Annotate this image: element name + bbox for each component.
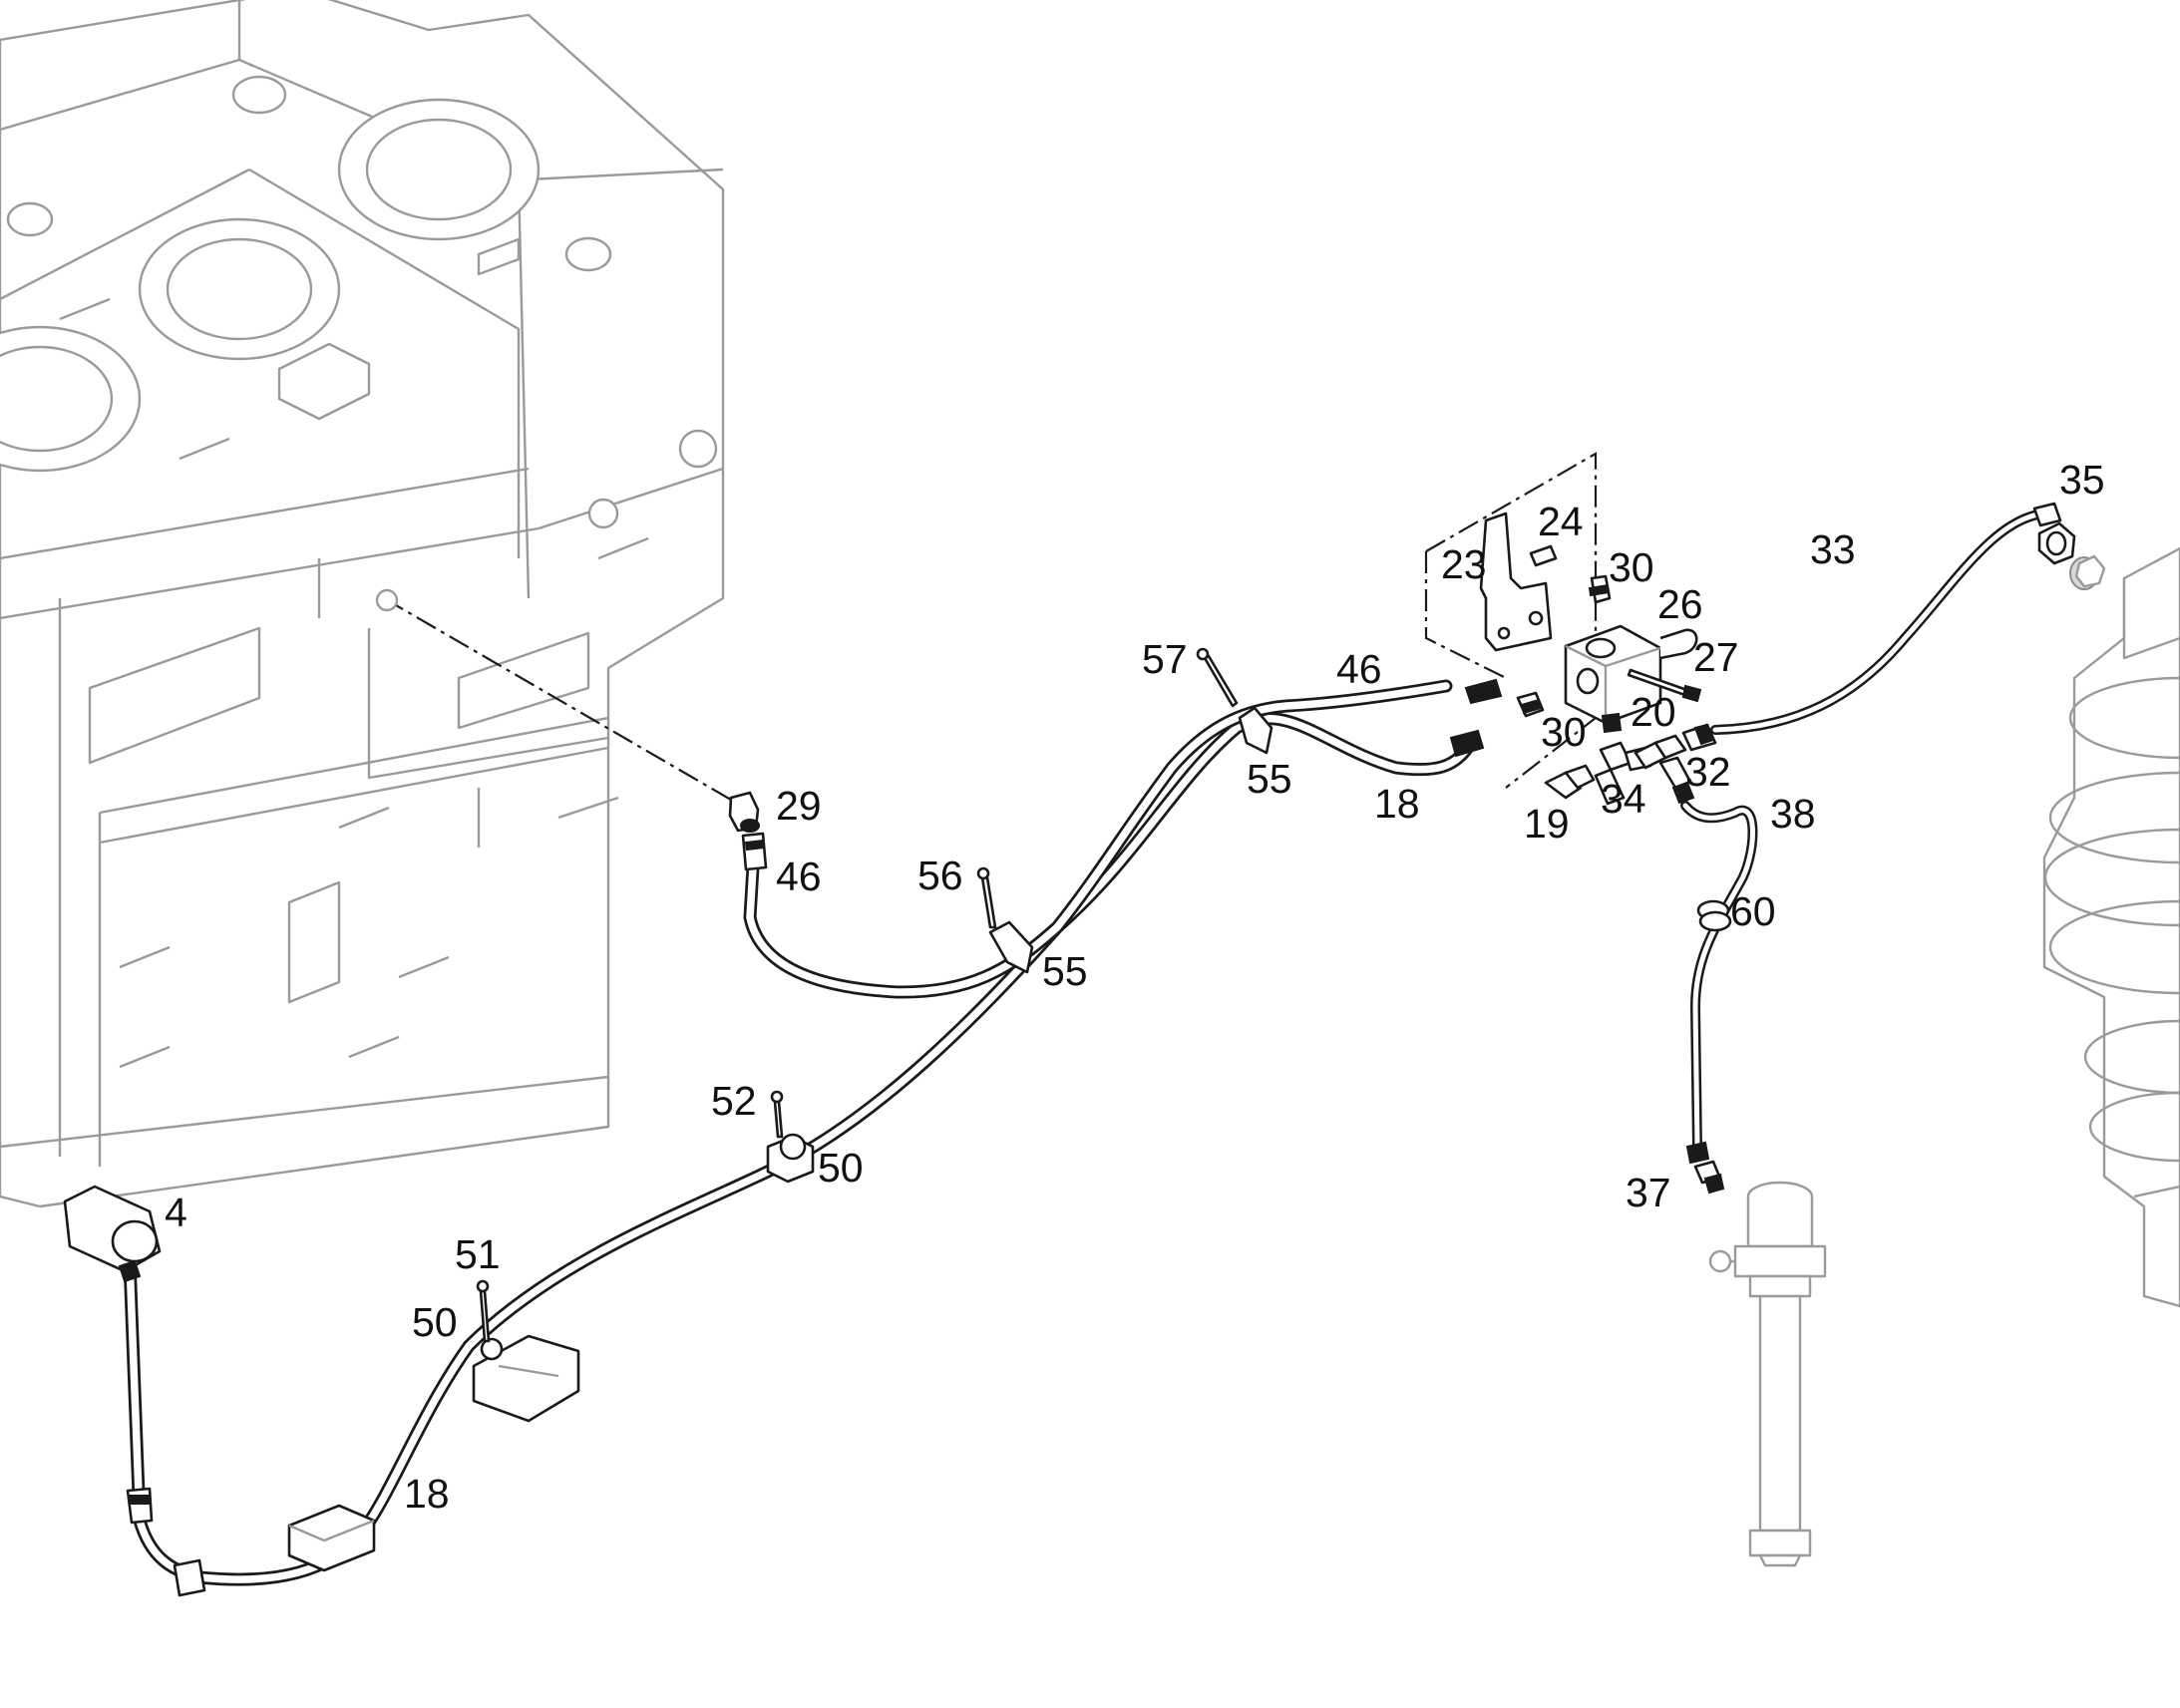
fitting-part-19 [1544, 764, 1596, 800]
hose-33-end-fittings [1681, 502, 2062, 752]
clamp-50-upper [766, 1090, 815, 1184]
callout-51: 51 [455, 1231, 501, 1277]
gearbox-housing-ghost [0, 0, 725, 1208]
assembly-lines [383, 452, 1598, 804]
hose-46-top-fitting [741, 832, 768, 871]
callout-50-lower: 50 [412, 1299, 458, 1345]
fitting-part-30-lower [1516, 691, 1545, 718]
callout-30-lower: 30 [1541, 709, 1587, 755]
fitting-part-30-top [1588, 574, 1612, 604]
hose-38 [1680, 801, 1758, 1152]
housing-port-plug [375, 588, 399, 612]
hose-end-fittings-18 [126, 678, 1503, 1597]
clamp-block-bottom [287, 1504, 376, 1572]
callout-57: 57 [1142, 636, 1188, 682]
clamp-55-lower [976, 866, 1034, 974]
clamp-50-lower [472, 1279, 580, 1423]
nut-part-35 [2037, 521, 2076, 565]
fitting-part-32 [1634, 734, 1695, 805]
elbow-fitting-29 [728, 791, 760, 833]
fitting-part-20 [1601, 712, 1623, 734]
sensor-part-4 [63, 1185, 162, 1283]
callout-24: 24 [1538, 499, 1584, 544]
callout-34: 34 [1601, 776, 1646, 822]
callout-20: 20 [1631, 689, 1676, 735]
callout-30-top: 30 [1609, 544, 1654, 590]
hose-46 [743, 679, 1453, 999]
callout-18-lower: 18 [404, 1471, 450, 1517]
callout-19: 19 [1524, 801, 1570, 847]
fitting-part-37 [1685, 1141, 1725, 1195]
callout-4: 4 [165, 1190, 187, 1235]
callout-55-upper: 55 [1247, 756, 1292, 802]
callout-33: 33 [1810, 526, 1856, 572]
callout-55-lower: 55 [1042, 948, 1088, 994]
callout-60: 60 [1730, 888, 1776, 934]
callout-27: 27 [1693, 634, 1739, 680]
callout-35: 35 [2059, 457, 2105, 503]
hose-33 [1710, 508, 2057, 735]
bolt-part-27 [1627, 668, 1702, 703]
valve-block-part-26 [1564, 624, 1698, 725]
screw-part-24 [1529, 544, 1558, 567]
callout-37: 37 [1626, 1170, 1671, 1215]
drive-motor-ghost [2042, 546, 2180, 1308]
lubricator-cylinder-ghost [1708, 1181, 1827, 1567]
callout-46-lower: 46 [776, 854, 822, 899]
callout-26: 26 [1657, 581, 1703, 627]
callout-56: 56 [917, 853, 963, 898]
callout-29: 29 [776, 783, 822, 829]
callout-18-upper: 18 [1374, 781, 1420, 827]
callout-46-top: 46 [1336, 646, 1382, 692]
clamp-55-upper [1196, 647, 1273, 755]
adapter-ghost [2074, 554, 2106, 588]
callout-38: 38 [1770, 791, 1816, 837]
callout-50-upper: 50 [818, 1145, 864, 1191]
clip-part-60 [1696, 899, 1732, 932]
callout-52: 52 [711, 1078, 757, 1124]
callout-labels: 35 33 24 23 30 26 27 57 46 30 20 55 18 3… [165, 457, 2105, 1517]
bracket-part-23 [1479, 512, 1553, 652]
callout-23: 23 [1441, 541, 1487, 587]
callout-32: 32 [1685, 749, 1731, 795]
